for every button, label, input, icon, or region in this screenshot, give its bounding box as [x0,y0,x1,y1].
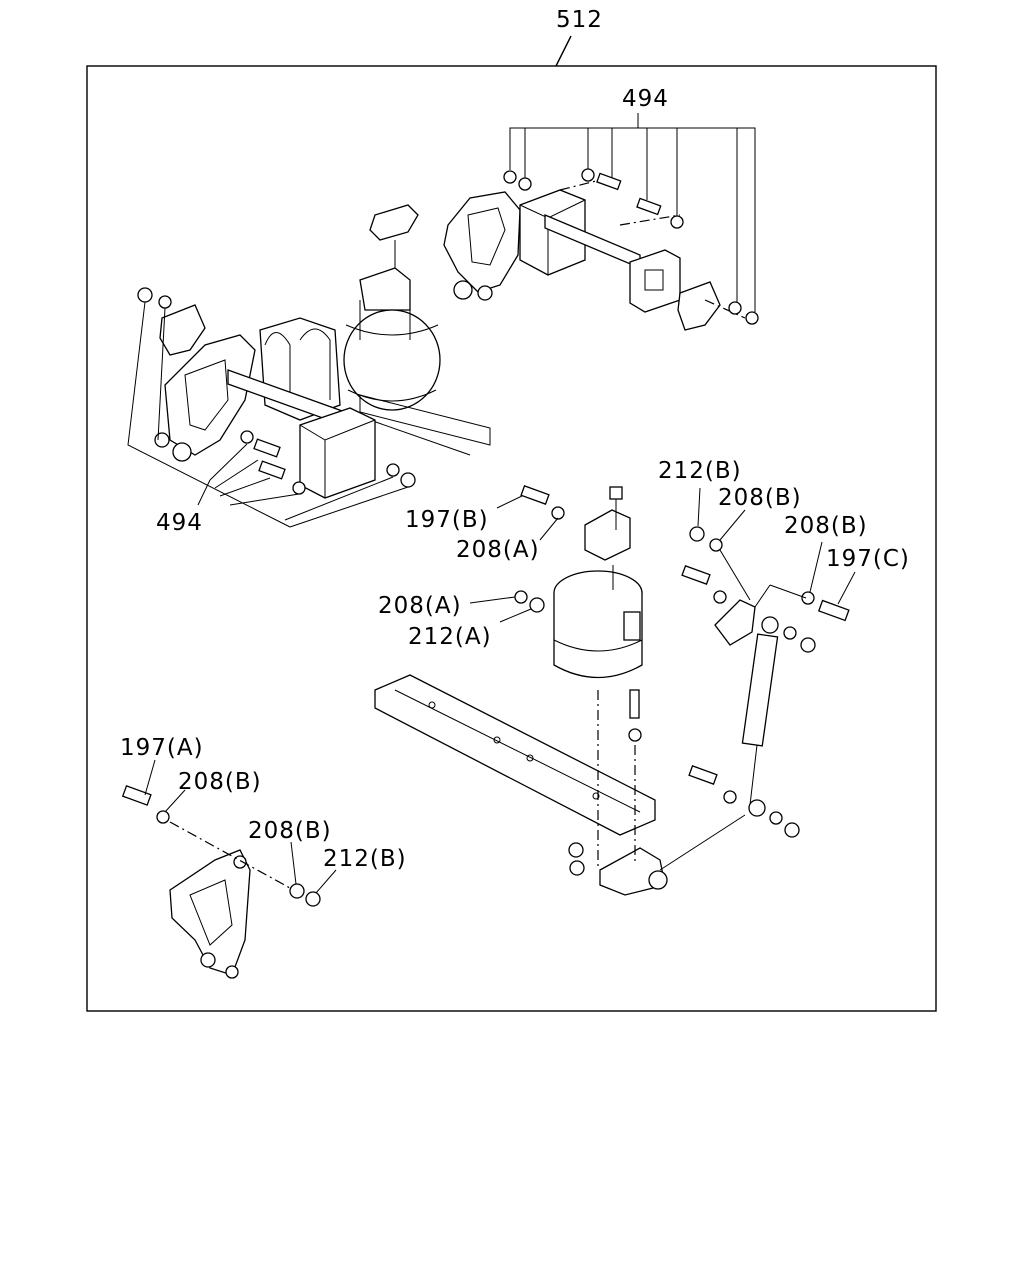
callout-208b-lower: 208(B) [248,818,332,844]
callout-208a-upper: 208(A) [456,537,540,563]
shock-absorber-assembly [681,526,850,838]
callout-212a: 212(A) [408,624,492,650]
left-axle-assembly: 494 [127,287,491,536]
assembly-frame [86,65,937,1012]
left-group-callout: 494 [156,510,203,536]
top-group-callout: 494 [622,86,669,112]
assembly-label: 512 [556,7,603,33]
callout-leaders [144,487,856,894]
lower-bracket-assembly [121,785,321,979]
callout-197b: 197(B) [405,507,489,533]
callout-208a-lower: 208(A) [378,593,462,619]
callout-197c: 197(C) [826,546,910,572]
callout-208b-lower-left: 208(B) [178,769,262,795]
top-air-spring [343,204,441,411]
callout-197a: 197(A) [120,735,204,761]
callout-208b-right: 208(B) [784,513,868,539]
assembly-leader [555,35,572,67]
top-right-axle-assembly: 494 [443,86,759,331]
callout-212b-lower: 212(B) [323,846,407,872]
callout-212b-upper: 212(B) [658,458,742,484]
callout-208b-upper: 208(B) [718,485,802,511]
center-air-spring-assembly [374,485,746,896]
